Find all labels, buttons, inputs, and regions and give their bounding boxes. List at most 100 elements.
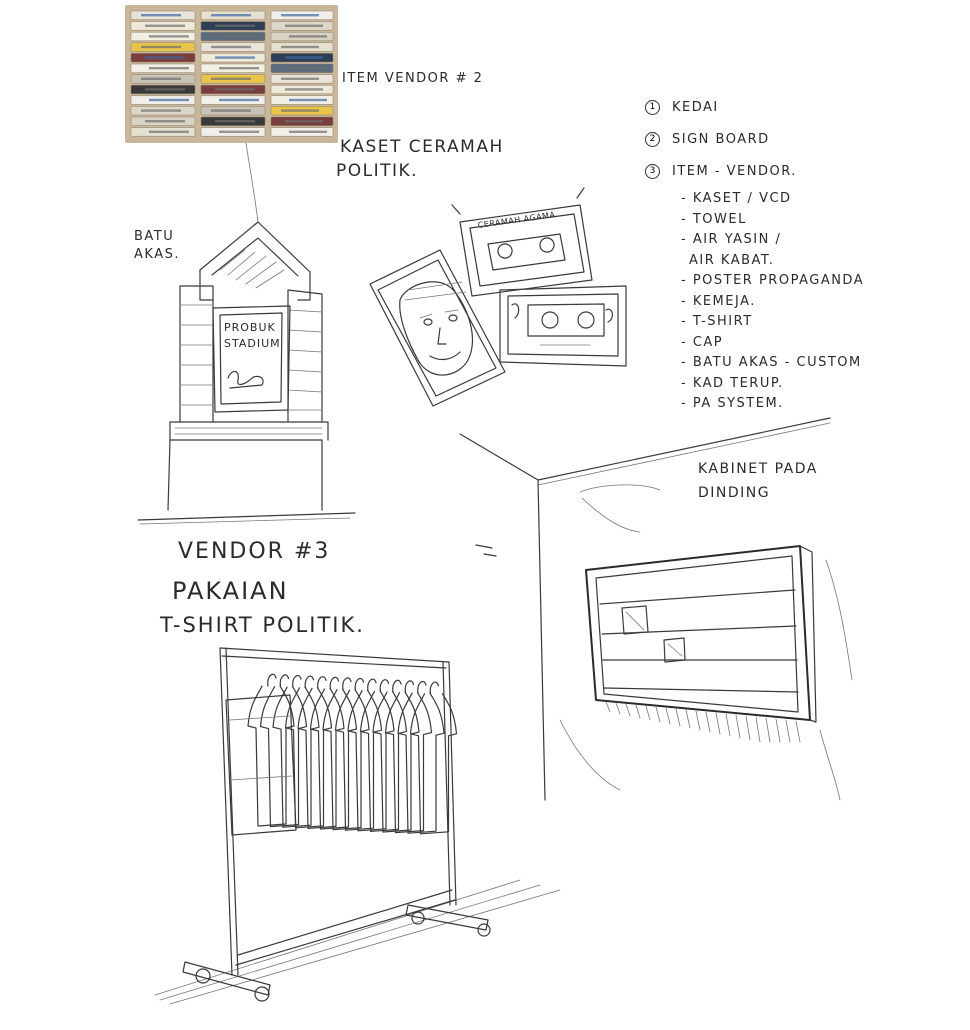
hanger <box>379 679 390 692</box>
cassette-spine-label <box>211 14 251 17</box>
sub-list-item: - Cap <box>681 334 724 350</box>
hanging-shirt <box>284 687 333 829</box>
cassette-spine-label <box>149 98 189 102</box>
cassette-spine-label <box>145 88 185 91</box>
cassette-spine-label <box>281 77 319 80</box>
cassette-spine-label <box>149 130 189 133</box>
list-item-text: Item - vendor. <box>672 164 797 179</box>
cassette-spine-label <box>141 14 181 17</box>
hanging-shirt <box>372 691 420 833</box>
hanging-shirt <box>334 689 383 831</box>
hanger <box>317 676 327 689</box>
cassette-spine-label <box>285 120 323 123</box>
tshirt-politik-label: T-shirt politik. <box>160 613 365 637</box>
list-marker-circle: 2 <box>645 131 660 147</box>
cassette-spine-label <box>289 35 327 38</box>
hanging-shirt <box>247 685 295 827</box>
item-list: 1 Kedai 2 Sign board 3 Item - vendor. - … <box>645 98 965 428</box>
list-item: 1 Kedai <box>645 98 717 116</box>
cassette-spine-label <box>211 45 251 49</box>
stone-signboard-sketch <box>137 221 356 525</box>
batu-label-line1: Batu <box>134 229 175 244</box>
cassette-spine-label <box>141 109 181 112</box>
hanger <box>367 678 377 692</box>
clothing-rack-sketch <box>154 647 561 1005</box>
cassette-spine-label <box>219 35 259 38</box>
cassette-sketch <box>369 187 627 407</box>
sub-list-item: - Kad terup. <box>681 375 784 391</box>
hanger <box>267 673 277 687</box>
sub-list-item: - Poster propaganda <box>681 273 865 288</box>
hanging-shirt <box>359 690 408 832</box>
cassette-shelf-photo-drawing <box>130 10 334 137</box>
sub-list-item: - Kemeja. <box>681 293 756 309</box>
hanger <box>417 680 427 694</box>
hanging-shirt <box>347 690 395 832</box>
hanger <box>392 679 402 693</box>
politik-label: politik. <box>336 161 419 181</box>
list-marker-circle: 1 <box>645 99 660 115</box>
cassette-spine-label <box>145 56 185 59</box>
cassette-spine-label <box>285 88 323 91</box>
hanger <box>329 676 340 690</box>
sub-list-item: - Towel <box>681 211 747 227</box>
hanging-shirt <box>309 688 358 830</box>
kabinet-label-line1: Kabinet pada <box>698 461 818 477</box>
cassette-spine-label <box>219 130 259 133</box>
hanging-shirt <box>297 687 345 829</box>
hanging-shirt <box>409 693 458 835</box>
hanging-shirt <box>384 692 433 834</box>
list-item-text: Sign board <box>672 132 770 147</box>
hanging-shirt <box>272 686 320 828</box>
cassette-spine-label <box>149 67 189 70</box>
hanger <box>404 680 415 694</box>
sub-list-item: - Batu akas - custom <box>681 355 862 370</box>
cassette-spine-label <box>289 98 327 102</box>
cassette-spine-label <box>141 77 181 80</box>
hanging-shirt <box>259 686 308 828</box>
cassette-spine-label <box>149 35 189 38</box>
batu-label-line2: Akas. <box>134 247 180 262</box>
plaque-text-line1: Probuk <box>224 321 276 334</box>
sub-list-item: Air kabat. <box>689 252 775 268</box>
kaset-ceramah-label: Kaset ceramah <box>340 137 504 157</box>
hanging-shirt <box>322 689 370 831</box>
cassette-spine-label <box>285 24 323 27</box>
list-marker-circle: 3 <box>645 163 660 179</box>
hanger <box>429 681 440 695</box>
item-vendor-2-label: Item vendor # 2 <box>342 71 484 86</box>
pakaian-label: Pakaian <box>172 577 289 605</box>
cassette-spine-label <box>145 120 185 123</box>
cassette-spine-label <box>215 88 255 91</box>
hanger <box>342 677 352 691</box>
cassette-spine-label <box>211 77 251 80</box>
sub-list-item: - Air yasin / <box>681 232 782 247</box>
plaque-text-line2: stadium <box>224 337 281 350</box>
hanger <box>354 677 365 691</box>
cassette-spine-label <box>281 45 319 49</box>
cassette-spine-label <box>219 67 259 70</box>
cassette-spine-label <box>281 14 319 17</box>
kabinet-label-line2: dinding <box>698 485 771 501</box>
cassette-spine-label <box>215 56 255 59</box>
cassette-spine-label <box>289 67 327 70</box>
cassette-spine-label <box>281 109 319 112</box>
cassette-spine-label <box>145 24 185 27</box>
list-item: 2 Sign board <box>645 130 768 148</box>
wall-cabinet-sketch <box>459 417 853 801</box>
sub-list-item: - PA system. <box>681 396 784 411</box>
vendor-3-label: Vendor #3 <box>178 539 331 564</box>
sub-list-item: - Kaset / VCD <box>681 191 792 206</box>
cassette-spine-label <box>141 45 181 49</box>
hanger <box>304 675 315 689</box>
cassette-shelf-photo <box>125 5 338 143</box>
list-item-text: Kedai <box>672 100 719 115</box>
cassette-spine-label <box>211 109 251 112</box>
sub-list-item: - T-shirt <box>681 314 753 329</box>
cassette-spine-label <box>215 120 255 123</box>
cassette-spine-label <box>219 98 259 102</box>
hanger <box>292 674 302 688</box>
cassette-spine-label <box>289 130 327 133</box>
